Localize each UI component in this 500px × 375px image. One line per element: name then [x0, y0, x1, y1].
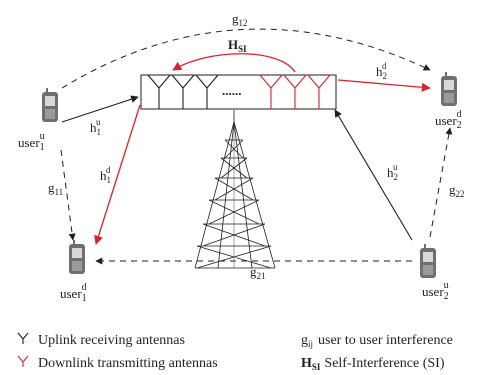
- h2d-downlink-link: [337, 79, 431, 92]
- antenna-array-box: [140, 74, 337, 110]
- phone-icon-user2u: [420, 244, 436, 278]
- base-station-tower: [194, 110, 276, 269]
- user2d-label: user2d: [435, 109, 462, 131]
- uplink-antenna-icon: [147, 74, 171, 109]
- downlink-antenna-icon: [283, 74, 307, 109]
- h1u-uplink-link: [61, 95, 139, 123]
- h1d-downlink-link: [94, 104, 141, 245]
- uplink-antenna-group: [147, 74, 219, 109]
- downlink-antenna-group: [259, 74, 331, 109]
- antenna-ellipsis: ......: [222, 83, 242, 98]
- h1u-label: h1u: [90, 117, 101, 137]
- g22-label: g22: [449, 182, 465, 199]
- g21-label: g21: [250, 264, 266, 281]
- downlink-antenna-icon: [307, 74, 331, 109]
- h2u-label: h2u: [387, 162, 398, 182]
- g11-label: g11: [48, 180, 63, 197]
- phone-icon-user1u: [42, 88, 58, 122]
- h2u-uplink-link: [334, 109, 413, 241]
- downlink-antenna-icon: [259, 74, 283, 109]
- phone-icon-user1d: [69, 240, 85, 274]
- legend-downlink-text: Downlink transmitting antennas: [38, 356, 218, 371]
- phone-icon-user2d: [441, 72, 457, 106]
- uplink-antenna-icon: [171, 74, 195, 109]
- user1u-label: user1u: [18, 131, 45, 153]
- user2u-label: user2u: [422, 280, 449, 302]
- self-interference-arc: [172, 53, 296, 73]
- g12-label: g12: [232, 11, 248, 28]
- legend-downlink-antenna-icon: [17, 355, 29, 367]
- legend-uplink-text: Uplink receiving antennas: [38, 333, 185, 348]
- h1d-label: h1d: [100, 165, 111, 185]
- g12-interference-link: [61, 28, 431, 89]
- legend-uplink-antenna-icon: [17, 332, 29, 344]
- uplink-antenna-icon: [195, 74, 219, 109]
- g11-interference-link: [60, 149, 76, 241]
- user1d-label: user1d: [60, 282, 87, 304]
- h-si-label: HSI: [228, 37, 247, 54]
- legend: Uplink receiving antennas Downlink trans…: [17, 332, 453, 372]
- h2d-label: h2d: [376, 61, 387, 81]
- g22-interference-link: [429, 127, 453, 238]
